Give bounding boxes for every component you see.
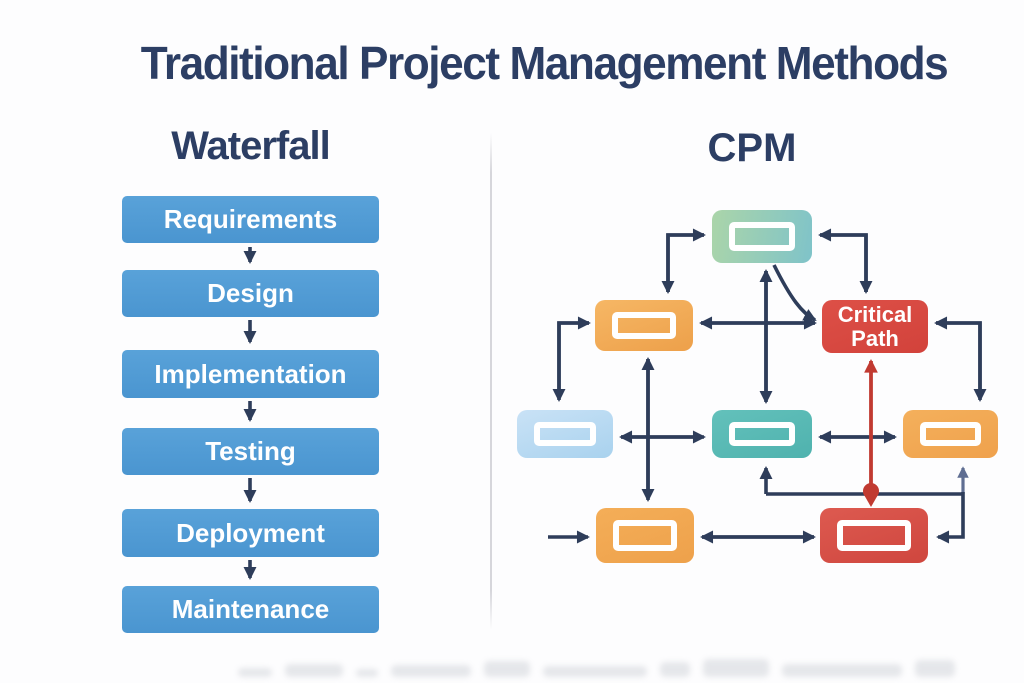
- cpm-task-d-node: [903, 410, 998, 458]
- curve-start-to-critical-path-icon: [772, 264, 817, 322]
- ghost-blob: [356, 669, 378, 677]
- waterfall-step-design: Design: [122, 270, 379, 317]
- ghost-blob: [703, 659, 769, 677]
- waterfall-step-implementation: Implementation: [122, 350, 379, 398]
- ghost-blob: [660, 662, 690, 677]
- critical-path-label-line2: Path: [851, 325, 899, 351]
- node-inner-rect: [837, 520, 911, 551]
- waterfall-step-testing: Testing: [122, 428, 379, 475]
- arrow-elbow-into-task-a-top-icon: [661, 233, 704, 294]
- ghost-blob: [543, 666, 647, 677]
- node-inner-rect: [534, 422, 596, 446]
- arrow-elbow-into-start-left-icon: [666, 228, 706, 292]
- critical-path-marker-tip-icon: [863, 493, 879, 507]
- arrow-elbow-into-task-a-left-icon: [557, 316, 591, 398]
- cpm-task-a-node: [595, 300, 693, 351]
- waterfall-step-maintenance: Maintenance: [122, 586, 379, 633]
- ghost-blob: [285, 664, 343, 677]
- cpm-section-title: CPM: [707, 126, 797, 170]
- critical-path-label: Critical Path: [822, 300, 928, 353]
- ghost-blob: [238, 668, 272, 677]
- arrow-elbow-into-start-right-icon: [818, 228, 868, 292]
- critical-path-label-line1: Critical: [837, 301, 913, 327]
- node-inner-rect: [613, 520, 677, 551]
- cpm-finish-node: [820, 508, 928, 563]
- waterfall-section-title: Waterfall: [171, 124, 330, 168]
- cpm-task-e-node: [596, 508, 694, 563]
- arrow-elbow-into-finish-right-icon: [936, 492, 965, 544]
- cpm-critical-path-node: Critical Path: [822, 300, 928, 353]
- arrow-elbow-into-critical-path-top-icon: [820, 233, 873, 294]
- node-inner-rect: [920, 422, 981, 446]
- node-inner-rect: [729, 422, 795, 446]
- waterfall-step-deployment: Deployment: [122, 509, 379, 557]
- arrow-elbow-into-task-d-top-icon: [936, 321, 987, 402]
- node-inner-rect: [612, 312, 676, 339]
- page-title: Traditional Project Management Methods: [140, 37, 949, 89]
- arrow-elbow-into-critical-path-right-icon: [934, 316, 982, 398]
- ghost-blob: [484, 661, 530, 677]
- watermark-ghost-row: [238, 651, 1016, 677]
- ghost-blob: [391, 665, 471, 677]
- waterfall-step-requirements: Requirements: [122, 196, 379, 243]
- cpm-start-node: [712, 210, 812, 263]
- ghost-blob: [782, 664, 902, 677]
- arrow-elbow-into-task-b-top-icon: [552, 321, 589, 402]
- cpm-task-c-node: [712, 410, 812, 458]
- section-divider: [490, 133, 492, 630]
- cpm-task-b-node: [517, 410, 613, 458]
- ghost-blob: [915, 660, 955, 677]
- node-inner-rect: [729, 222, 795, 251]
